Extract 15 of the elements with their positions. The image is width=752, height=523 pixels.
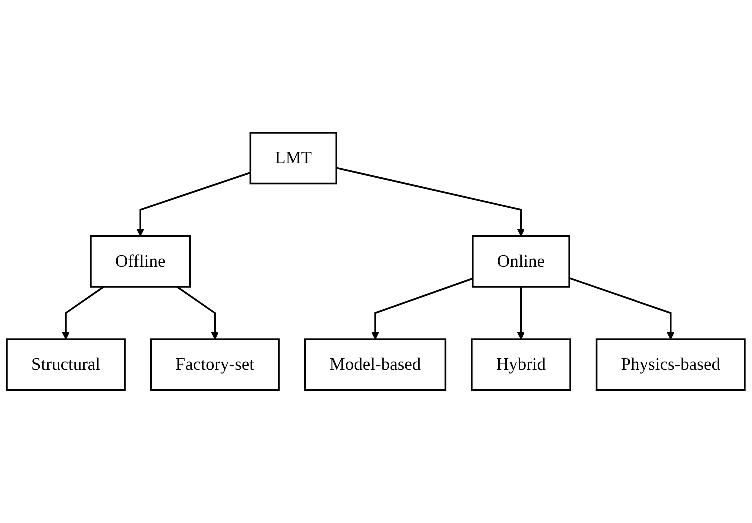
arrow [517,286,526,340]
arrow [136,172,251,236]
arrow [569,277,675,340]
node-box: Model-based [304,338,447,392]
node-box: Offline [90,235,192,288]
node-box: Physics-based [596,338,746,392]
node-box: Hybrid [471,338,572,392]
node-box: Structural [6,338,126,392]
arrow [372,278,474,340]
arrow [336,167,526,236]
node-box: LMT [250,132,338,184]
arrow [62,286,104,340]
node-box: Online [472,235,570,288]
node-box: Factory-set [150,338,280,392]
arrow [176,286,220,340]
